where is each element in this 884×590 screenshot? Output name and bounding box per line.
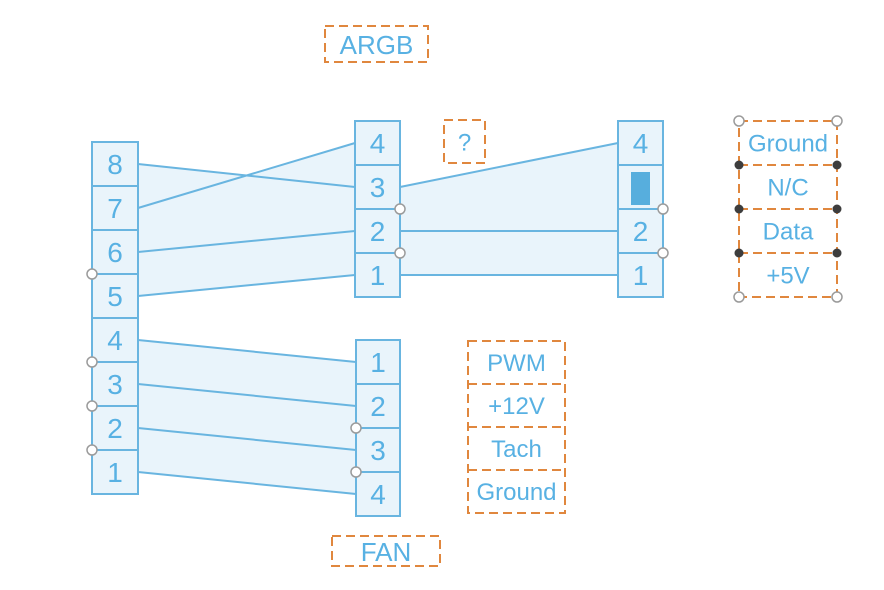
fan-pin-label-table[interactable]: PWM +12V Tach Ground <box>467 340 566 514</box>
fan-mid-connector[interactable]: 1 2 3 4 <box>355 339 401 517</box>
link-dot[interactable] <box>734 248 744 258</box>
pin-number: 7 <box>107 193 123 224</box>
pin-cell[interactable] <box>617 120 664 166</box>
connection-handle[interactable] <box>657 203 669 215</box>
pin-label: N/C <box>767 174 808 201</box>
connection-handle[interactable] <box>394 203 406 215</box>
pin-number: 8 <box>107 149 123 180</box>
pin-cell[interactable] <box>354 120 401 166</box>
fan-title-box[interactable]: FAN <box>331 535 441 567</box>
link-dot[interactable] <box>734 204 744 214</box>
connection-handle[interactable] <box>350 466 362 478</box>
wire-pin3-to-pin4[interactable] <box>399 142 619 188</box>
pin-number: 4 <box>633 128 649 159</box>
connection-handle[interactable] <box>350 422 362 434</box>
pin-number: 4 <box>370 479 386 510</box>
pin-number: 3 <box>370 435 386 466</box>
argb-mid-connector[interactable]: 4 3 2 1 <box>354 120 401 298</box>
connection-handle[interactable] <box>394 247 406 259</box>
pin-number: 4 <box>107 325 123 356</box>
pin-cell[interactable] <box>355 339 401 385</box>
pin-cell[interactable] <box>617 252 664 298</box>
pin-number: 2 <box>633 216 649 247</box>
pin-number: 1 <box>633 260 649 291</box>
wire-pin1-to-fan4[interactable] <box>137 471 357 495</box>
pin-label: Data <box>763 218 814 245</box>
pin-cell[interactable] <box>354 252 401 298</box>
pin-cell[interactable] <box>355 427 401 473</box>
pin-number: 3 <box>107 369 123 400</box>
pin-label: Ground <box>476 479 556 506</box>
pin-cell[interactable] <box>91 317 139 363</box>
pin-cell[interactable] <box>91 405 139 451</box>
wire-band-argb-mid-to-right[interactable] <box>400 143 618 275</box>
pin-number: 1 <box>370 347 386 378</box>
pin-number: 1 <box>370 260 386 291</box>
pin-cell[interactable] <box>354 164 401 210</box>
argb-right-connector[interactable]: 4 2 1 <box>617 120 664 298</box>
connection-handle[interactable] <box>86 444 98 456</box>
wire-band-splitter-to-fan[interactable] <box>138 340 356 494</box>
wire-pin3-to-fan2[interactable] <box>137 383 357 407</box>
pin-cell[interactable] <box>91 185 139 231</box>
pin-cell[interactable] <box>354 208 401 254</box>
pin-number: 2 <box>370 391 386 422</box>
wire-pin4-to-fan1[interactable] <box>137 339 357 363</box>
pin-cell[interactable] <box>91 361 139 407</box>
pin-cell[interactable] <box>91 273 139 319</box>
argb-pin-label-table[interactable]: Ground N/C Data +5V <box>733 115 843 303</box>
wire-band-splitter-to-argb[interactable] <box>138 143 355 296</box>
pin-number: 3 <box>370 172 386 203</box>
link-dot[interactable] <box>832 160 842 170</box>
blocked-pin-icon <box>631 172 650 205</box>
connection-handle[interactable] <box>86 268 98 280</box>
pin-number: 5 <box>107 281 123 312</box>
splitter-connector[interactable]: 8 7 6 5 4 3 2 1 <box>91 141 139 495</box>
link-dot[interactable] <box>832 204 842 214</box>
pin-cell[interactable] <box>355 471 401 517</box>
wire-pin6-to-pin2[interactable] <box>137 230 356 253</box>
pin-label: +5V <box>766 262 809 289</box>
pin-number: 6 <box>107 237 123 268</box>
connection-handle[interactable] <box>831 291 843 303</box>
pin-cell[interactable] <box>617 208 664 254</box>
wire-pin2-to-fan3[interactable] <box>137 427 357 451</box>
pin-label: Ground <box>748 130 828 157</box>
argb-title-box[interactable]: ARGB <box>324 25 429 63</box>
pin-number: 2 <box>107 413 123 444</box>
wire-pin5-to-pin1[interactable] <box>137 274 356 297</box>
connection-handle[interactable] <box>86 400 98 412</box>
unknown-title: ? <box>458 129 471 156</box>
connection-handle[interactable] <box>733 115 745 127</box>
pin-cell[interactable] <box>91 229 139 275</box>
pin-cell[interactable] <box>91 449 139 495</box>
connection-handle[interactable] <box>831 115 843 127</box>
link-dot[interactable] <box>734 160 744 170</box>
connection-handle[interactable] <box>657 247 669 259</box>
pin-cell[interactable] <box>91 141 139 187</box>
pin-label: PWM <box>487 350 546 377</box>
connection-handle[interactable] <box>733 291 745 303</box>
connection-handle[interactable] <box>86 356 98 368</box>
argb-title: ARGB <box>340 30 414 60</box>
pin-number: 4 <box>370 128 386 159</box>
unknown-title-box[interactable]: ? <box>443 119 486 164</box>
fan-title: FAN <box>361 537 412 567</box>
pin-label: Tach <box>491 436 542 463</box>
wire-pin7-to-pin4[interactable] <box>137 142 356 209</box>
pin-label: +12V <box>488 393 545 420</box>
pin-number: 2 <box>370 216 386 247</box>
link-dot[interactable] <box>832 248 842 258</box>
pin-number: 1 <box>107 457 123 488</box>
